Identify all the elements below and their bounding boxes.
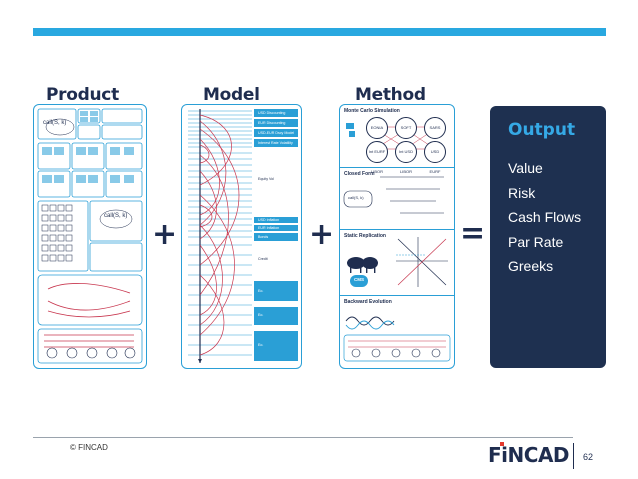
- mc-node-5: USD EURF: [424, 141, 446, 174]
- closed-form-label: Closed Form: [344, 171, 375, 177]
- backward-evolution-label: Backward Evolution: [344, 299, 392, 305]
- model-label-9: Eo.: [258, 289, 264, 293]
- static-replication-label: Static Replication: [344, 233, 386, 239]
- output-item-risk: Risk: [508, 184, 536, 201]
- footer-rule: [33, 437, 573, 438]
- product-title: Product: [46, 85, 119, 105]
- page-number-rule: [573, 443, 574, 469]
- mc-node-4: Int USD LIBOR: [395, 141, 417, 174]
- mc-node-2: SARS: [424, 117, 446, 139]
- model-label-1: EUR Discounting: [258, 121, 286, 125]
- method-separator-1: [340, 167, 454, 168]
- footer-copyright: © FINCAD: [70, 443, 108, 452]
- model-label-5: USD Inflation: [258, 218, 280, 222]
- plus-operator-2: +: [309, 217, 335, 252]
- model-panel: USD Discounting EUR Discounting USD-EUR …: [181, 104, 302, 369]
- model-label-3: Interest Rate Volatility: [258, 141, 293, 145]
- method-panel: Monte Carlo Simulation EONIA SOFT SARS I…: [339, 104, 455, 369]
- top-accent-bar: [33, 28, 606, 36]
- model-label-0: USD Discounting: [258, 111, 286, 115]
- output-panel: Output Value Risk Cash Flows Par Rate Gr…: [490, 106, 606, 368]
- plus-operator-1: +: [152, 217, 178, 252]
- model-label-11: Eo.: [258, 343, 264, 347]
- model-label-10: Eo.: [258, 313, 264, 317]
- backward-evolution-diagram: [343, 316, 451, 362]
- mc-node-1: SOFT: [395, 117, 417, 139]
- output-item-cash-flows: Cash Flows: [508, 209, 582, 225]
- model-label-7: Bonds: [258, 235, 269, 239]
- logo-cad: CAD: [523, 443, 570, 467]
- output-list: Value Risk Cash Flows Par Rate Greeks: [508, 158, 581, 281]
- product-diagram: [37, 108, 143, 364]
- model-label-2: USD-EUR Dscy Model: [258, 131, 295, 135]
- output-title: Output: [508, 120, 576, 140]
- product-label-1: call(S, k): [43, 120, 67, 126]
- product-panel: call(S, k) call(S, k): [33, 104, 147, 369]
- output-item-par-rate: Par Rate: [508, 233, 564, 250]
- model-label-4: Equity Vol: [258, 177, 274, 181]
- model-title: Model: [203, 85, 260, 105]
- output-item-value: Value: [508, 160, 543, 176]
- static-replication-diagram: [347, 237, 448, 287]
- fincad-logo: FiNCAD: [488, 443, 570, 467]
- logo-red-accent: [500, 442, 504, 446]
- mc-node-3: Int EURF LIBOR: [366, 141, 388, 174]
- product-label-2: call(S, k): [104, 213, 128, 219]
- page-number: 62: [583, 452, 594, 462]
- model-label-8: Credit: [258, 257, 268, 261]
- method-separator-2: [340, 229, 454, 230]
- equals-operator: =: [460, 216, 486, 251]
- output-item-greeks: Greeks: [508, 258, 554, 274]
- method-separator-3: [340, 295, 454, 296]
- monte-carlo-label: Monte Carlo Simulation: [344, 108, 400, 114]
- closed-form-formula-label: call(S, k): [348, 195, 364, 200]
- cms-label: CMS: [354, 277, 364, 282]
- closed-form-diagram: [343, 176, 444, 214]
- method-title: Method: [355, 85, 426, 105]
- mc-node-0: EONIA: [366, 117, 388, 139]
- model-label-6: EUR Inflation: [258, 226, 280, 230]
- model-diagram: [188, 109, 298, 363]
- logo-fin: FiN: [488, 443, 524, 467]
